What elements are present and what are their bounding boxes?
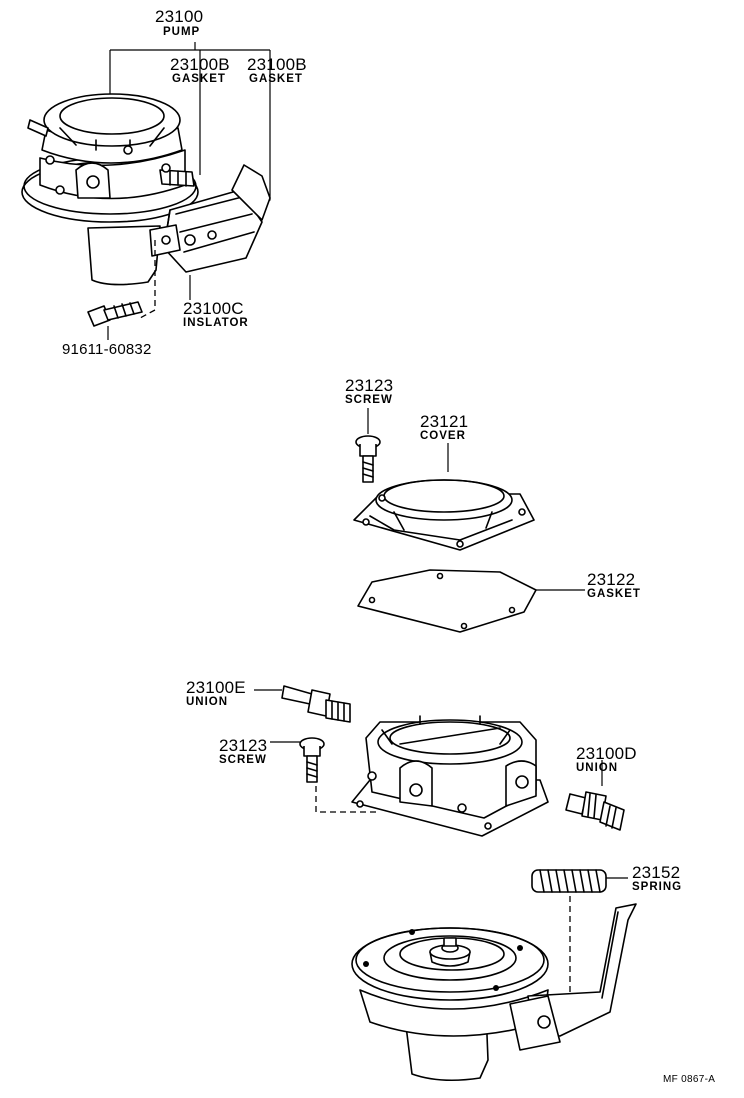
gasket-left-part-number: 23100B (170, 55, 230, 74)
screw-top-drawing (355, 408, 381, 483)
pump-part-number: 23100 (155, 7, 204, 26)
upper-body-drawing (351, 715, 549, 837)
bolt-drawing (87, 301, 143, 340)
cover-part-number: 23121 (420, 412, 469, 431)
union-e-drawing (254, 685, 351, 723)
screw-mid-part-name: SCREW (219, 754, 267, 766)
gasket-right-part-name: GASKET (249, 73, 303, 85)
insulator-part-number: 23100C (183, 299, 244, 318)
screw-top-part-number: 23123 (345, 376, 394, 395)
gasket-right-part-number: 23100B (247, 55, 307, 74)
cover-part-name: COVER (420, 430, 466, 442)
cover-gasket-part-number: 23122 (587, 570, 636, 589)
union-e-part-number: 23100E (186, 678, 246, 697)
union-d-part-number: 23100D (576, 744, 637, 763)
cover-gasket-part-name: GASKET (587, 588, 641, 600)
screw-mid-part-number: 23123 (219, 736, 268, 755)
union-d-part-name: UNION (576, 762, 619, 774)
spring-part-name: SPRING (632, 881, 683, 893)
cover-gasket-drawing (357, 569, 585, 633)
spring-drawing (531, 869, 628, 1000)
screw-top-part-name: SCREW (345, 394, 393, 406)
drawing-reference-code: MF 0867-A (663, 1074, 716, 1085)
union-e-part-name: UNION (186, 696, 229, 708)
screw-mid-drawing (270, 737, 380, 813)
gasket-left-part-name: GASKET (172, 73, 226, 85)
lower-body-drawing (351, 903, 637, 1082)
pump-part-name: PUMP (163, 26, 201, 38)
insulator-part-name: INSLATOR (183, 317, 249, 329)
assembled-pump-drawing (21, 42, 271, 319)
bolt-part-number: 91611-60832 (62, 341, 152, 358)
spring-part-number: 23152 (632, 863, 681, 882)
cover-drawing (353, 443, 535, 551)
union-d-drawing (565, 760, 625, 831)
